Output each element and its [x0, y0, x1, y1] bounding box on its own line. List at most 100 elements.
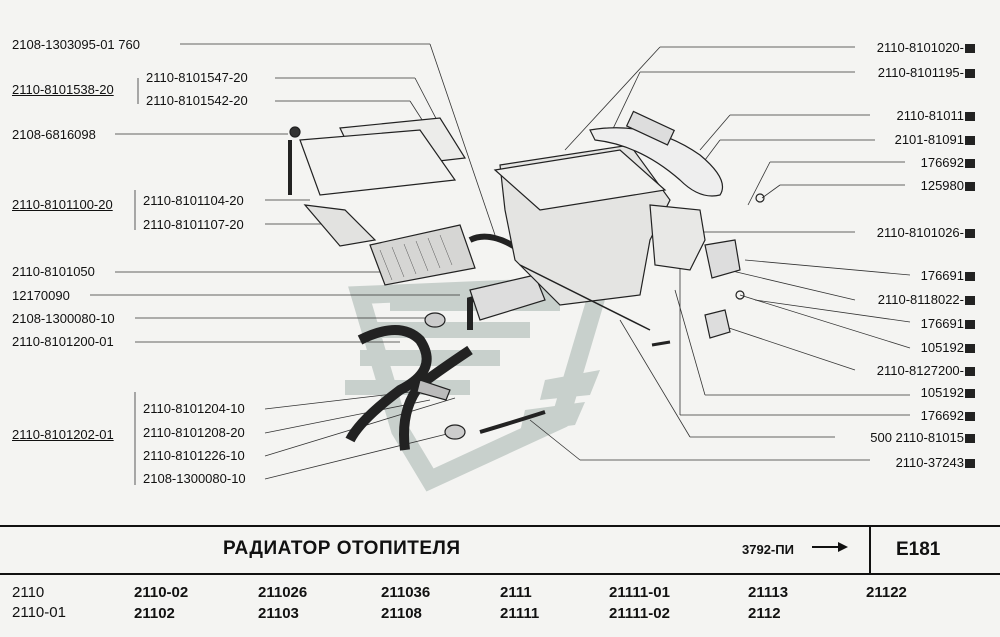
- redacted-block: [965, 112, 975, 121]
- part-number-text: 2110-81011: [896, 108, 964, 123]
- part-seal-plate: [303, 204, 377, 247]
- part-number-text: 105192: [920, 340, 964, 355]
- part-clamp-1: [424, 312, 446, 328]
- part-plug: [289, 126, 301, 138]
- part-number-label: 176692: [921, 408, 975, 424]
- part-number-label: 2110-8101542-20: [146, 93, 248, 108]
- part-number-text: 176691: [920, 316, 964, 331]
- redacted-block: [965, 182, 975, 191]
- part-number-label: 2108-6816098: [12, 127, 96, 142]
- part-number-label: 2110-8101195-: [878, 65, 975, 81]
- part-number-label: 2110-8101026-: [877, 225, 975, 241]
- part-number-label: 2110-8127200-: [877, 363, 975, 379]
- part-number-label: 2110-8101050: [12, 264, 95, 279]
- page-title: РАДИАТОР ОТОПИТЕЛЯ: [223, 538, 461, 559]
- part-number-label: 105192: [921, 340, 975, 356]
- model-code: 2112: [748, 605, 781, 622]
- parts-drawing: [288, 110, 765, 451]
- part-number-text: 2110-8101026-: [876, 225, 964, 240]
- part-hose-upper: [345, 325, 432, 443]
- part-number-label: 2108-1300080-10: [143, 471, 246, 486]
- model-code: 21122: [866, 584, 907, 601]
- redacted-block: [965, 344, 975, 353]
- part-number-label: 2110-8101100-20: [12, 197, 113, 212]
- redacted-block: [965, 69, 975, 78]
- part-filter-frame: [299, 129, 457, 196]
- model-code: 21111: [500, 605, 540, 622]
- part-number-text: 2101-81091: [894, 132, 964, 147]
- part-number-text: 176692: [920, 155, 964, 170]
- part-duct-seal: [625, 110, 676, 146]
- part-control-rod: [519, 264, 651, 331]
- radiator-fins: [379, 234, 453, 281]
- leader-lines-right: [529, 46, 911, 461]
- part-number-label: 2108-1303095-01 760: [12, 37, 140, 52]
- model-code: 211036: [381, 584, 431, 601]
- part-number-label: 176691: [921, 268, 975, 284]
- part-number-text: 105192: [920, 385, 964, 400]
- part-number-label: 176691: [921, 316, 975, 332]
- model-code: 21111-01: [609, 584, 670, 601]
- model-code: 2110-02: [134, 584, 189, 601]
- part-screw: [651, 340, 671, 347]
- model-code: 21102: [134, 605, 175, 622]
- leader-lines-left: [90, 43, 496, 485]
- redacted-block: [965, 320, 975, 329]
- part-radiator-core: [369, 224, 476, 286]
- redacted-block: [965, 272, 975, 281]
- title-separator: [869, 527, 871, 573]
- logo-bar-5: [540, 370, 600, 400]
- part-resistor: [704, 309, 731, 339]
- model-code: 21108: [381, 605, 422, 622]
- part-number-label: 105192: [921, 385, 975, 401]
- redacted-block: [965, 459, 975, 468]
- part-housing-cover: [493, 149, 667, 211]
- exploded-view-diagram: 2108-1303095-01 760 2110-8101547-20 2110-8…: [12, 37, 975, 492]
- part-washer-2: [755, 193, 765, 203]
- part-number-text: 2110-8101195-: [877, 65, 964, 80]
- model-code: 211026: [258, 584, 308, 601]
- catalog-code: E181: [896, 539, 941, 560]
- part-clamp-2: [444, 424, 466, 440]
- redacted-block: [965, 389, 975, 398]
- part-number-label: 2110-8101208-20: [143, 425, 245, 440]
- part-number-label: 2110-8101200-01: [12, 334, 114, 349]
- part-washer: [735, 290, 745, 300]
- redacted-block: [965, 434, 975, 443]
- model-code: 21111-02: [609, 605, 670, 622]
- redacted-block: [965, 136, 975, 145]
- model-code: 2110: [12, 584, 45, 601]
- part-number-text: 2110-8118022-: [877, 292, 964, 307]
- reference-number: 3792-ПИ: [742, 542, 794, 557]
- part-number-label: 2110-8101104-20: [143, 193, 244, 208]
- part-number-label: 2108-1300080-10: [12, 311, 115, 326]
- part-number-label: 2110-81011: [897, 108, 975, 124]
- part-strap: [479, 410, 546, 434]
- model-code: 21103: [258, 605, 299, 622]
- part-number-label: 2110-8101538-20: [12, 82, 114, 97]
- part-micromotor: [704, 239, 741, 279]
- title-bottom-rule: [0, 573, 1000, 575]
- redacted-block: [965, 367, 975, 376]
- redacted-block: [965, 159, 975, 168]
- redacted-block: [965, 44, 975, 53]
- part-number-label: 2110-8101020-: [877, 40, 975, 56]
- part-number-label: 2101-81091: [895, 132, 975, 148]
- arrow-right-icon: [812, 542, 848, 552]
- model-code: 2110-01: [12, 604, 66, 621]
- model-code: 21113: [748, 584, 789, 601]
- part-number-label: 12170090: [12, 288, 70, 303]
- part-number-label: 500 2110-81015: [870, 430, 975, 446]
- part-number-label: 2110-8101204-10: [143, 401, 245, 416]
- part-tee-fitting: [416, 379, 451, 401]
- part-number-label: 2110-8101547-20: [146, 70, 248, 85]
- part-tube-bracket: [469, 274, 546, 321]
- model-code: 2111: [500, 584, 532, 601]
- part-number-label: 176692: [921, 155, 975, 171]
- part-number-text: 176691: [920, 268, 964, 283]
- part-flap-bracket: [649, 204, 706, 271]
- redacted-block: [965, 229, 975, 238]
- redacted-block: [965, 412, 975, 421]
- part-number-label: 125980: [921, 178, 975, 194]
- title-top-rule: [0, 525, 1000, 527]
